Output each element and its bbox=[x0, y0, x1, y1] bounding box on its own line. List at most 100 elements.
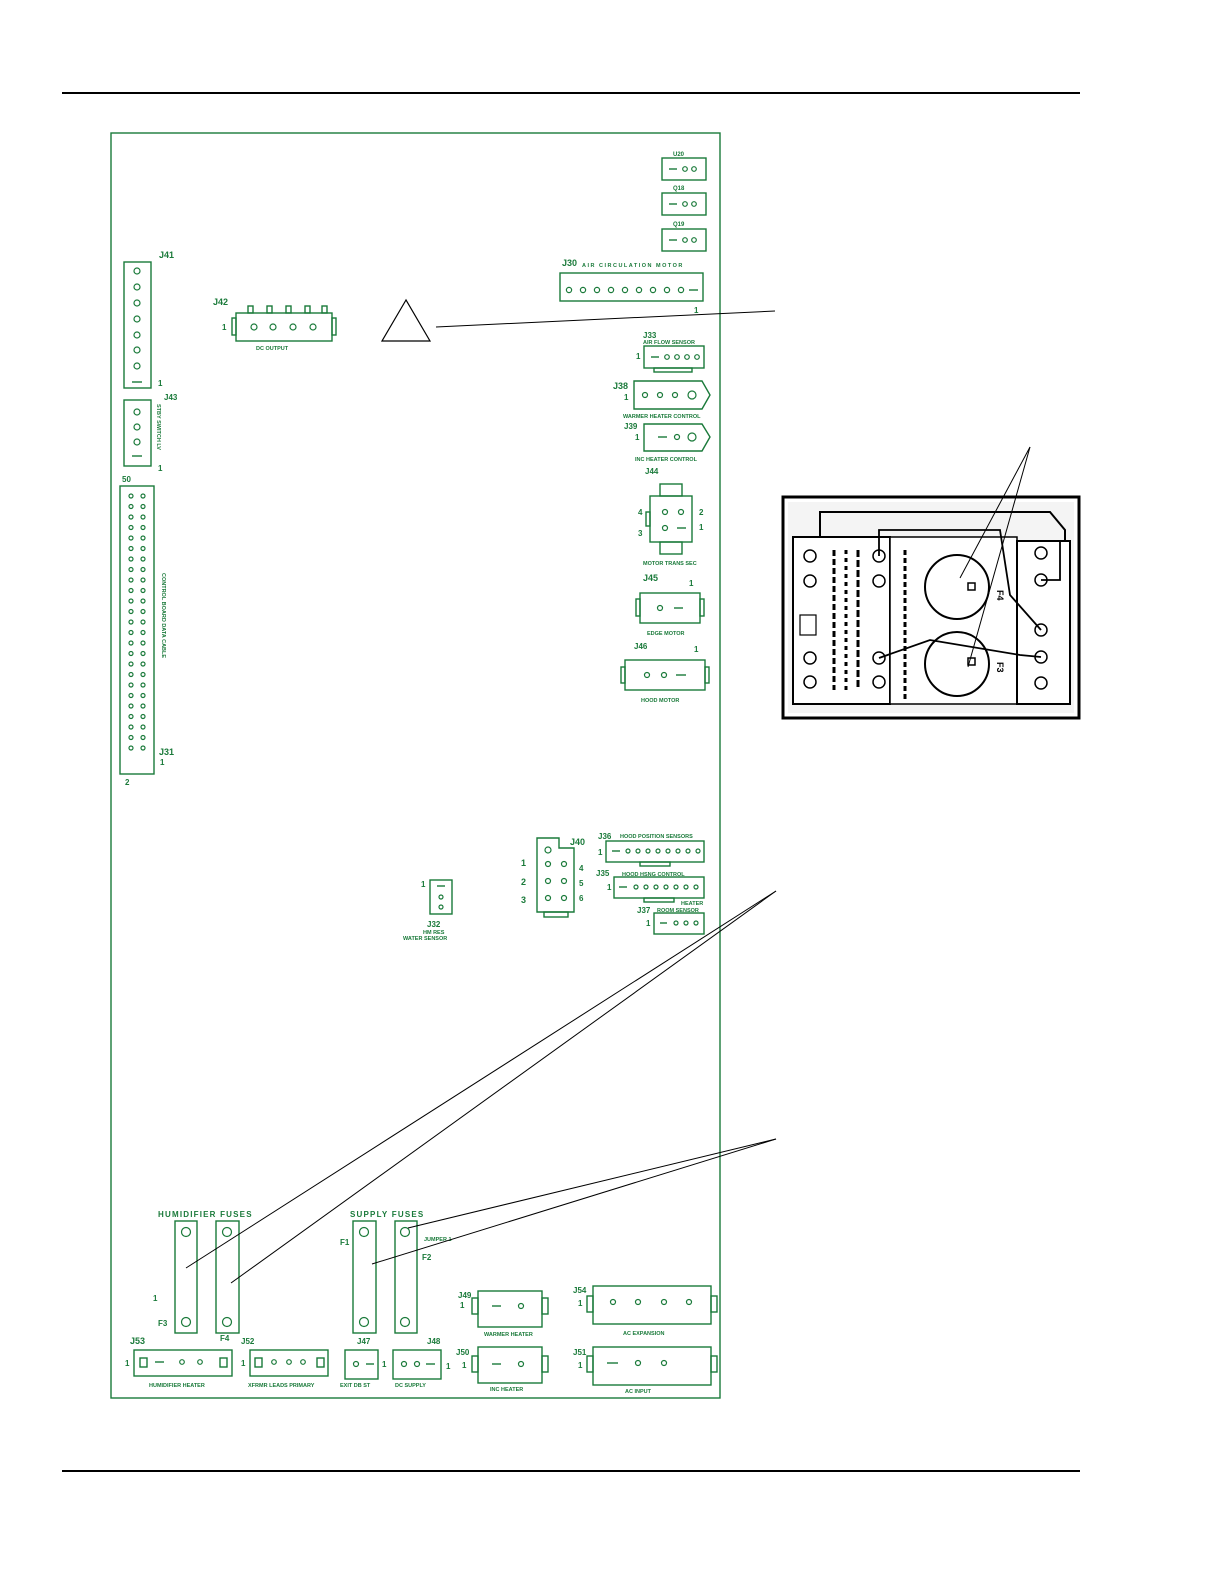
j38-label: J38 bbox=[613, 381, 628, 391]
j31-pin bbox=[140, 535, 146, 541]
supply-fuse-block: SUPPLY FUSES F1 JUMPER 1 F2 bbox=[340, 1210, 452, 1334]
j54-caption: AC EXPANSION bbox=[623, 1331, 664, 1337]
j43-pin1: 1 bbox=[158, 464, 163, 473]
j35-label: J35 bbox=[596, 869, 610, 878]
leader-line-inset-f3 bbox=[967, 446, 1031, 668]
j51-connector: J51 1 AC INPUT bbox=[573, 1346, 718, 1395]
j31-pin bbox=[140, 650, 146, 657]
j40-pin5: 5 bbox=[579, 879, 584, 888]
j45-pin1: 1 bbox=[689, 579, 694, 588]
j45-caption: EDGE MOTOR bbox=[647, 631, 685, 637]
j31-pin bbox=[140, 661, 146, 667]
j31-pin bbox=[140, 598, 146, 604]
humidifier-fuse-block: HUMIDIFIER FUSES 1 F3 F4 bbox=[153, 1210, 253, 1343]
j43-caption: STBY SWITCH LV bbox=[155, 404, 161, 450]
j31-pin bbox=[128, 556, 134, 562]
j40-pin2: 2 bbox=[521, 877, 526, 887]
j44-connector: J44 4 2 3 1 MOTOR TRANS SEC bbox=[638, 467, 704, 567]
j31-pin bbox=[128, 493, 134, 499]
j32-pin1: 1 bbox=[421, 880, 426, 889]
j32-label: J32 bbox=[427, 920, 441, 929]
j39-caption: INC HEATER CONTROL bbox=[635, 457, 698, 463]
j31-pin-array bbox=[128, 493, 146, 751]
j44-pin1: 1 bbox=[699, 523, 704, 532]
j35-connector: J35 HOOD HSNG CONTROL 1 HEATER bbox=[596, 869, 705, 907]
j30-pin1: 1 bbox=[694, 306, 699, 315]
j31-pin bbox=[140, 545, 146, 552]
j37-pin1: 1 bbox=[646, 919, 651, 928]
j31-pin bbox=[140, 493, 146, 499]
j31-pin2: 2 bbox=[125, 778, 130, 787]
j42-caption: DC OUTPUT bbox=[256, 346, 289, 352]
j31-pin bbox=[128, 535, 134, 541]
j37-caption: ROOM SENSOR bbox=[657, 908, 699, 914]
j31-pin bbox=[140, 503, 146, 510]
j31-pin bbox=[140, 514, 146, 520]
j42-label: J42 bbox=[213, 297, 228, 307]
j31-caption: CONTROL BOARD DATA CABLE bbox=[160, 573, 166, 658]
heater-label: HEATER bbox=[681, 901, 703, 907]
j47-label: J47 bbox=[357, 1337, 371, 1346]
j31-pin bbox=[140, 629, 146, 636]
j31-pin bbox=[140, 671, 146, 678]
j40-connector: J40 1 2 3 4 5 6 bbox=[521, 837, 585, 918]
j31-pin bbox=[140, 703, 146, 709]
j31-pin bbox=[128, 640, 134, 646]
j30-caption: AIR CIRCULATION MOTOR bbox=[582, 263, 684, 269]
j46-caption: HOOD MOTOR bbox=[641, 698, 679, 704]
fuse-holder-inset: F4 F3 bbox=[781, 495, 1081, 720]
j31-pin bbox=[140, 556, 146, 562]
j47-caption: EXIT DB ST bbox=[340, 1383, 371, 1389]
j31-pin bbox=[128, 692, 134, 699]
j52-caption: XFRMR LEADS PRIMARY bbox=[248, 1383, 315, 1389]
j51-pin1: 1 bbox=[578, 1361, 583, 1370]
j49-connector: J49 1 WARMER HEATER bbox=[458, 1290, 549, 1338]
j53-caption: HUMIDIFIER HEATER bbox=[149, 1383, 205, 1389]
j40-label: J40 bbox=[570, 837, 585, 847]
j54-connector: J54 1 AC EXPANSION bbox=[573, 1285, 718, 1337]
j30-connector: J30 AIR CIRCULATION MOTOR 1 bbox=[559, 258, 704, 315]
j36-pin1: 1 bbox=[598, 848, 603, 857]
j53-connector: J53 1 HUMIDIFIER HEATER bbox=[125, 1336, 233, 1389]
j41-connector: J41 1 bbox=[123, 250, 174, 389]
leader-line-f1 bbox=[371, 1138, 777, 1265]
j31-pin bbox=[128, 524, 134, 531]
j31-pin bbox=[140, 745, 146, 751]
j31-pin bbox=[128, 734, 134, 741]
j44-pin2: 2 bbox=[699, 508, 704, 517]
j37-connector: J37 ROOM SENSOR 1 bbox=[637, 906, 705, 935]
j39-connector: J39 1 INC HEATER CONTROL bbox=[624, 422, 711, 463]
j31-pin bbox=[140, 713, 146, 720]
j39-label: J39 bbox=[624, 422, 638, 431]
j31-pin bbox=[128, 745, 134, 751]
jumper-label: JUMPER 1 bbox=[424, 1237, 452, 1243]
humidifier-fuses-title: HUMIDIFIER FUSES bbox=[158, 1210, 253, 1219]
j54-pin1: 1 bbox=[578, 1299, 583, 1308]
j31-pin bbox=[128, 619, 134, 625]
j52-connector: J52 1 XFRMR LEADS PRIMARY bbox=[241, 1337, 329, 1389]
j44-pin4: 4 bbox=[638, 508, 643, 517]
f1-label: F1 bbox=[340, 1238, 350, 1247]
board-outline bbox=[110, 132, 721, 1399]
j44-label: J44 bbox=[645, 467, 659, 476]
leader-line-f2 bbox=[407, 1138, 777, 1229]
q19-component: Q19 bbox=[661, 222, 707, 252]
leader-line-f3 bbox=[185, 890, 777, 1269]
j31-pin bbox=[140, 619, 146, 625]
j31-pin bbox=[128, 713, 134, 720]
j45-connector: J45 1 EDGE MOTOR bbox=[635, 573, 705, 637]
inset-fuse-b: F3 bbox=[995, 662, 1005, 673]
j40-pin1: 1 bbox=[521, 858, 526, 868]
j53-label: J53 bbox=[130, 1336, 145, 1346]
j51-caption: AC INPUT bbox=[625, 1389, 652, 1395]
j38-pin1: 1 bbox=[624, 393, 629, 402]
j36-connector: J36 HOOD POSITION SENSORS 1 bbox=[598, 832, 705, 867]
j47-pin1: 1 bbox=[382, 1360, 387, 1369]
j50-pin1: 1 bbox=[462, 1361, 467, 1370]
j40-pin6: 6 bbox=[579, 894, 584, 903]
leader-line-inset-f4 bbox=[959, 446, 1031, 579]
j31-pin bbox=[128, 587, 134, 594]
q18-component: Q18 bbox=[661, 186, 707, 216]
fuse-f4-cap bbox=[924, 554, 990, 620]
